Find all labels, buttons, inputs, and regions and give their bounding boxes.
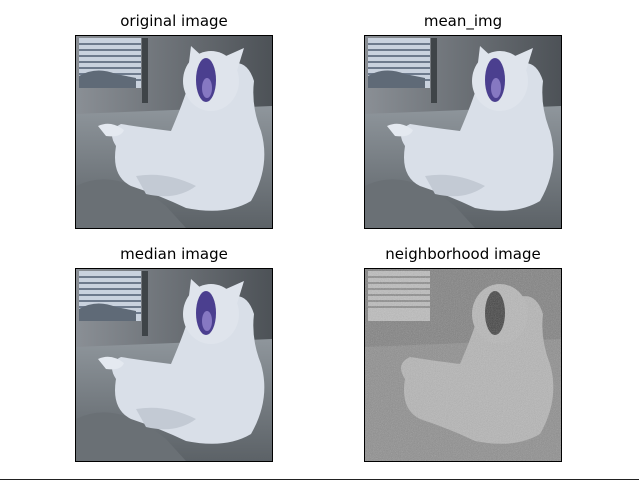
- panel-original-image: [75, 35, 273, 229]
- cat-photo-median: [76, 269, 272, 461]
- figure-bottom-border: [0, 479, 639, 480]
- panel-title-median: median image: [120, 245, 228, 263]
- panel-median-image: [75, 268, 273, 462]
- cat-photo-neighborhood: [365, 269, 561, 461]
- panel-mean-image: [364, 35, 562, 229]
- panel-title-original: original image: [120, 12, 228, 30]
- panel-title-mean: mean_img: [423, 12, 503, 30]
- panel-title-neighborhood: neighborhood image: [385, 245, 541, 263]
- panel-neighborhood-image: [364, 268, 562, 462]
- cat-photo-original: [76, 36, 272, 228]
- cat-photo-mean: [365, 36, 561, 228]
